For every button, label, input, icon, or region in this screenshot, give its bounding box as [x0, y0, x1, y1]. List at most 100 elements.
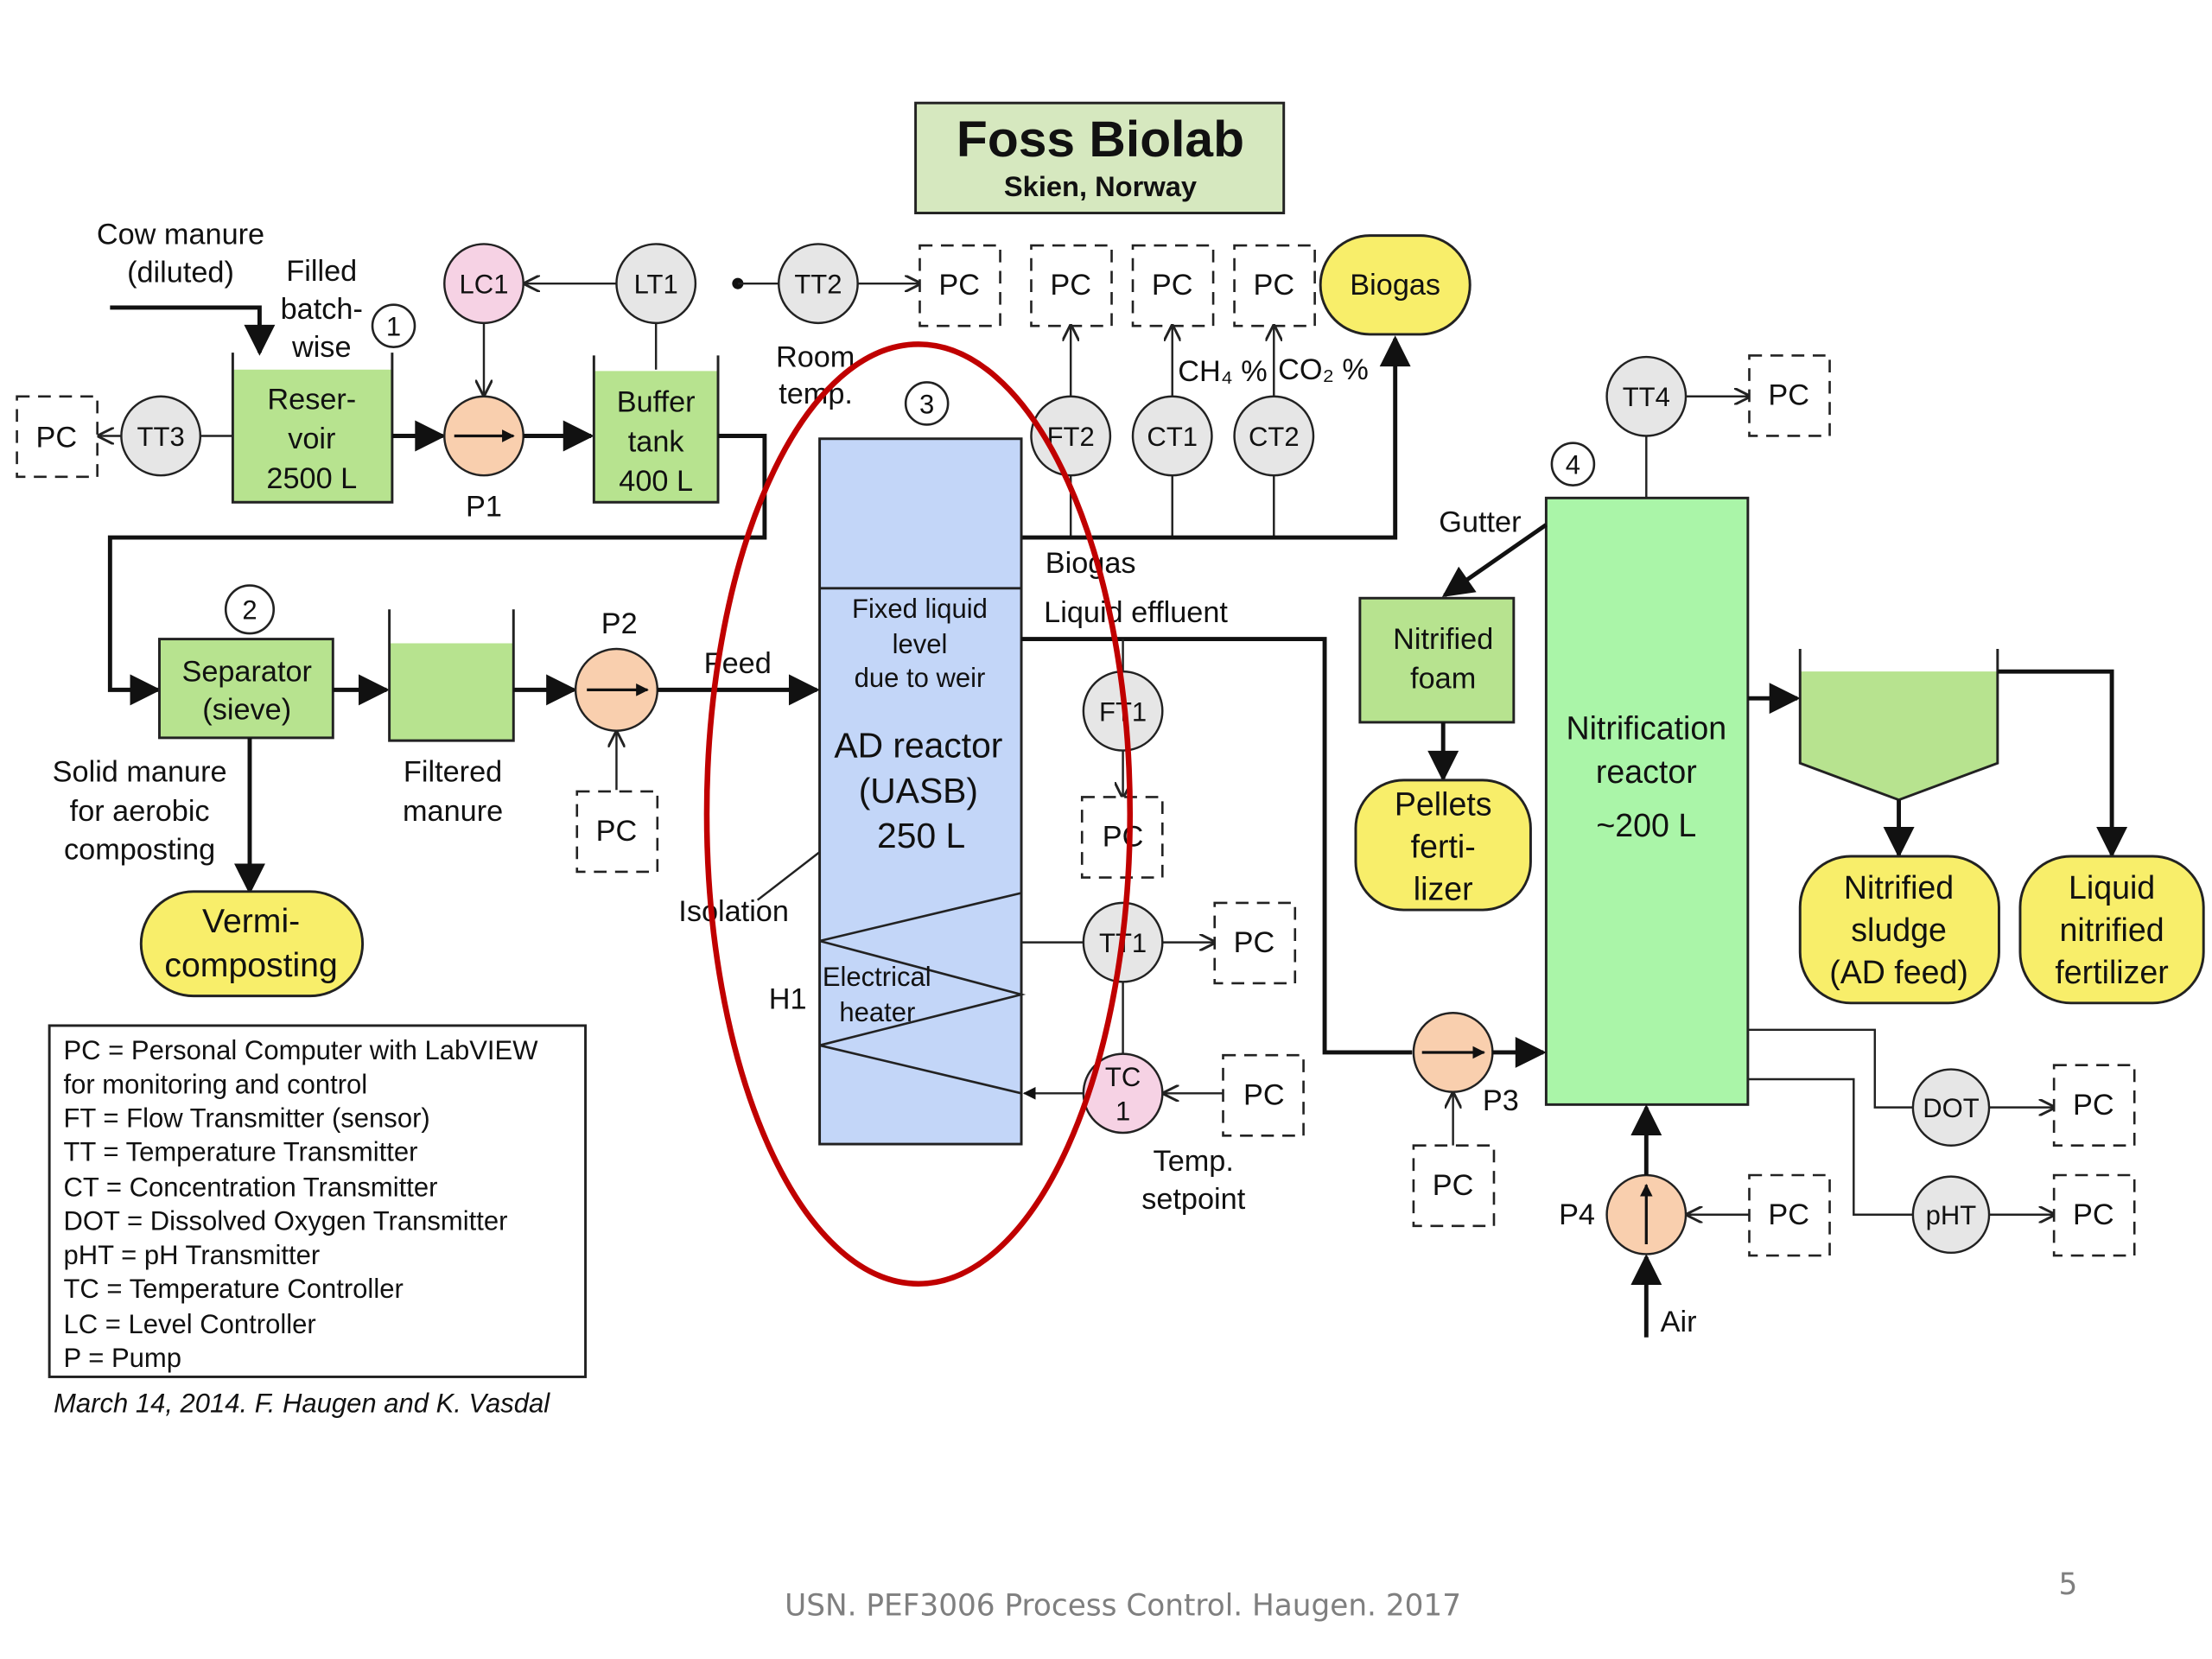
pc-label: PC [1243, 1078, 1285, 1111]
nitrification-reactor: Nitrification reactor ~200 L [1544, 496, 1750, 1106]
legend-item: FT = Flow Transmitter (sensor) [63, 1103, 429, 1133]
legend-item: TC = Temperature Controller [63, 1274, 403, 1304]
pc-label: PC [1152, 269, 1193, 302]
ad-reactor-volume: 250 L [877, 816, 965, 855]
room-temp-label-1: Room [776, 340, 855, 373]
pc-label: PC [1103, 821, 1144, 854]
sludge-label-1: Nitrified [1844, 869, 1954, 906]
solid-manure-label-3: composting [64, 833, 215, 866]
air-label: Air [1661, 1306, 1697, 1338]
reservoir-label-1: Reser- [267, 383, 356, 416]
section-number-3-text: 3 [919, 389, 934, 419]
nitrification-label-1: Nitrification [1566, 710, 1726, 747]
tt3-label: TT3 [137, 422, 185, 452]
pc-box-ct2: PC [1233, 244, 1316, 327]
pc-box-ft2: PC [1030, 244, 1113, 327]
ad-reactor-name: AD reactor [834, 726, 1002, 766]
ad-reactor: Fixed liquid level due to weir AD reacto… [818, 437, 1027, 1146]
co2-label: CO₂ % [1278, 353, 1369, 386]
pc-box-ft1: PC [1080, 796, 1164, 879]
section-number-4-text: 4 [1566, 450, 1580, 480]
foam-label-1: Nitrified [1393, 623, 1493, 656]
foam-label-2: foam [1410, 663, 1476, 696]
ch4-label: CH₄ % [1178, 355, 1267, 388]
weir-note-1: Fixed liquid [852, 594, 988, 624]
isolation-pointer [756, 851, 821, 901]
reservoir-tank: Reser- voir 2500 L [231, 353, 394, 504]
ct2-label: CT2 [1249, 422, 1300, 452]
heater-label-2: heater [839, 997, 915, 1027]
cow-manure-label: Cow manure [97, 218, 264, 251]
legend-item: DOT = Dissolved Oxygen Transmitter [63, 1206, 507, 1236]
product-biogas [1319, 234, 1471, 336]
biogas-line-label: Biogas [1046, 547, 1136, 580]
buffer-tank: Buffer tank 400 L [592, 355, 720, 504]
pc-label: PC [1768, 379, 1809, 412]
slide-footer: USN. PEF3006 Process Control. Haugen. 20… [785, 1588, 1461, 1623]
buffer-label-1: Buffer [617, 386, 696, 419]
credit-line: March 14, 2014. F. Haugen and K. Vasdal [54, 1388, 550, 1418]
legend-item: for monitoring and control [63, 1069, 367, 1099]
product-vermicomposting [139, 890, 365, 998]
cow-manure-label-2: (diluted) [127, 257, 234, 289]
gutter-arrow [1441, 523, 1548, 598]
tt4-label: TT4 [1623, 382, 1670, 412]
pc-box-setpoint: PC [1222, 1053, 1305, 1137]
tc1-label-b: 1 [1116, 1096, 1130, 1126]
highlight-ellipse [703, 341, 1134, 1287]
pc-label: PC [1768, 1198, 1809, 1231]
liquid-fert-label-3: fertilizer [2055, 954, 2168, 990]
isolation-label: Isolation [678, 895, 789, 928]
nitrified-foam-box: Nitrified foam [1358, 596, 1516, 724]
liquid-effluent-line [1021, 637, 1413, 1055]
flow-buffer-separator [107, 434, 767, 706]
section-number-1-text: 1 [386, 312, 401, 342]
liquid-fert-label-1: Liquid [2069, 869, 2155, 906]
lc1-label: LC1 [460, 270, 509, 300]
title-box: Foss Biolab Skien, Norway [914, 101, 1286, 214]
nitrification-label-2: reactor [1596, 753, 1697, 790]
pc-label: PC [1234, 926, 1275, 959]
legend-item: CT = Concentration Transmitter [63, 1172, 437, 1202]
pc-box-pht: PC [2052, 1173, 2136, 1257]
pc-label: PC [2073, 1089, 2114, 1122]
legend-item: P = Pump [63, 1343, 181, 1373]
h1-label: H1 [769, 982, 807, 1015]
pc-label: PC [1253, 269, 1294, 302]
subtitle-text: Skien, Norway [1004, 170, 1197, 202]
separator-sieve: Separator (sieve) [158, 638, 334, 740]
pellets-label-3: lizer [1414, 871, 1473, 907]
ad-reactor-type: (UASB) [859, 771, 978, 810]
pc-label: PC [1050, 269, 1091, 302]
ft2-label: FT2 [1047, 422, 1095, 452]
filled-label-2: batch- [281, 293, 363, 326]
pc-box-tt1: PC [1213, 901, 1297, 985]
pellets-label-2: ferti- [1411, 829, 1476, 865]
lt1-label: LT1 [634, 270, 678, 300]
settler-tank [1798, 649, 1999, 802]
section-number-3 [904, 381, 950, 426]
heater-label-1: Electrical [823, 962, 931, 992]
heater-coil-icon [819, 892, 1027, 1095]
pht-label: pHT [1926, 1200, 1977, 1230]
legend-item: PC = Personal Computer with LabVIEW [63, 1035, 538, 1065]
pc-label: PC [1433, 1169, 1474, 1202]
liquid-fert-label-2: nitrified [2060, 912, 2164, 948]
vermi-label-2: composting [164, 947, 337, 984]
section-number-4 [1550, 442, 1596, 486]
solid-manure-label-1: Solid manure [53, 755, 227, 788]
pc-box-p2: PC [575, 790, 659, 874]
ct1-label: CT1 [1147, 422, 1198, 452]
pc-box-tt3 [16, 395, 99, 479]
p1-label: P1 [466, 491, 502, 524]
pellets-label-1: Pellets [1395, 786, 1492, 823]
biogas-product-label: Biogas [1350, 269, 1440, 302]
temp-setpoint-label-2: setpoint [1141, 1183, 1245, 1216]
filtered-manure-tank [388, 609, 515, 742]
nitrification-label-3: ~200 L [1596, 807, 1696, 843]
product-nitrified-sludge [1798, 855, 2000, 1005]
solid-manure-label-2: for aerobic [70, 795, 210, 828]
filtered-manure-label-1: Filtered [404, 755, 502, 788]
filled-label-1: Filled [286, 255, 357, 288]
legend-box: PC = Personal Computer with LabVIEW for … [48, 1024, 588, 1378]
